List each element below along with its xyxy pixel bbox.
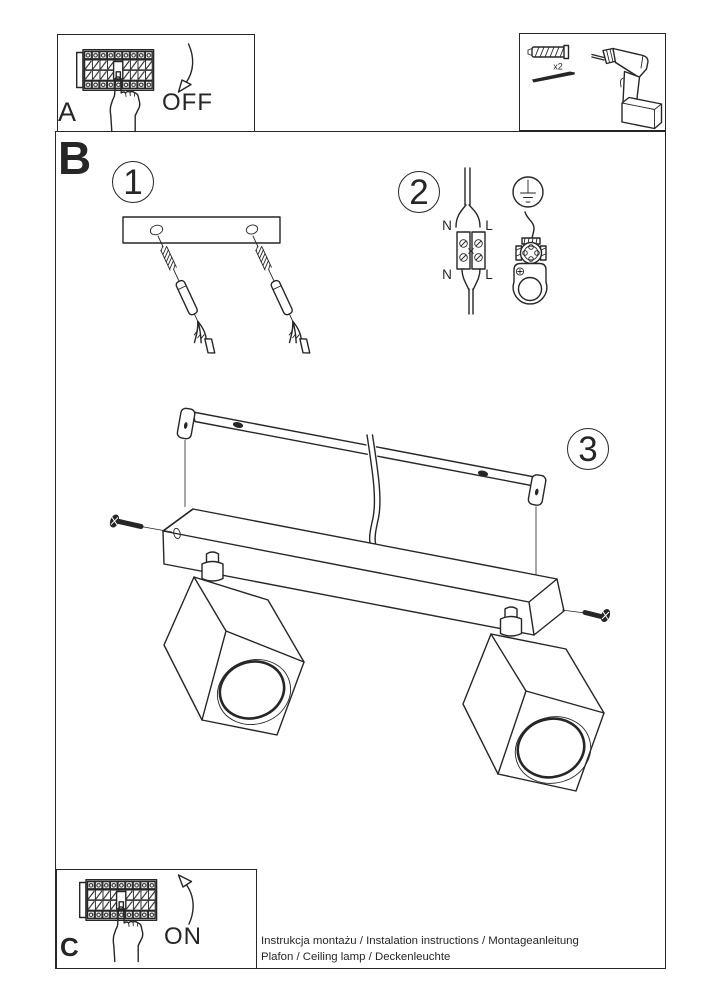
drill-icon (591, 47, 663, 130)
wire-label-n-top: N (442, 218, 452, 233)
swivel-joint-icon (201, 551, 224, 582)
mains-cable-icon (455, 167, 481, 228)
bracket-tab-icon (527, 474, 547, 506)
anchor-count-label: x2 (553, 62, 563, 72)
steps-drawing: N L N L (109, 167, 611, 792)
power-on-step-box (56, 869, 257, 969)
earth-symbol-icon (512, 176, 544, 208)
power-on-drawing (78, 874, 194, 963)
footer-product-line: Plafon / Ceiling lamp / Deckenleuchte (261, 951, 451, 963)
power-off-text: OFF (162, 89, 213, 116)
power-on-text: ON (164, 923, 202, 950)
screw-anchor-icon (241, 233, 314, 360)
alignment-lines (184, 440, 537, 575)
installation-steps-frame: N L N L (55, 131, 666, 969)
step-label-a: A (58, 97, 77, 127)
screw-anchor-icon (146, 233, 219, 360)
wall-plug-icon (527, 44, 570, 60)
screw-icon (532, 71, 575, 83)
footer-title-line: Instrukcja montażu / Instalation instruc… (261, 935, 579, 947)
required-tools-box: x2 (519, 33, 666, 131)
mains-cable-icon (461, 268, 481, 315)
fixing-screw-icon (561, 609, 611, 622)
power-off-drawing (75, 43, 194, 133)
bracket-tab-icon (176, 407, 196, 440)
spotlight-head-icon (163, 576, 305, 736)
fixing-screw-icon (109, 514, 173, 533)
section-label-b: B (58, 132, 92, 184)
footer: Instrukcja montażu / Instalation instruc… (261, 933, 579, 965)
step-number-3: 3 (567, 428, 609, 470)
terminal-block-icon (456, 231, 486, 270)
ground-wire-icon (524, 211, 535, 240)
wire-label-n-bottom: N (442, 267, 452, 282)
step-number-1: 1 (112, 161, 154, 203)
ring-lug-icon (512, 262, 548, 305)
power-off-step-box (57, 34, 255, 133)
wire-label-l-top: L (485, 218, 493, 233)
tools-drawing: x2 (527, 44, 663, 130)
swivel-joint-icon (499, 606, 523, 637)
mounting-plate-icon (122, 216, 281, 244)
arrow-down-icon (177, 43, 194, 93)
spotlight-head-icon (462, 633, 605, 792)
arrow-up-icon (177, 874, 194, 925)
step-label-c: C (60, 932, 79, 962)
step-number-2: 2 (398, 171, 440, 213)
mounting-rail-icon (176, 407, 547, 506)
wire-label-l-bottom: L (485, 267, 493, 282)
ground-terminal-icon (515, 237, 547, 265)
mains-cable-icon (365, 434, 382, 544)
lamp-body-icon (162, 508, 565, 636)
